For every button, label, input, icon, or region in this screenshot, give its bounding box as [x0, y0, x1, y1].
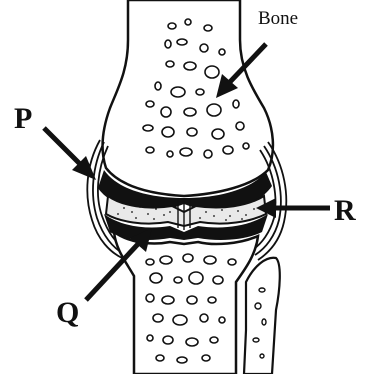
side-bone: [244, 258, 280, 374]
upper-bone: [103, 0, 273, 196]
p-arrow: [44, 128, 82, 166]
label-q: Q: [56, 296, 79, 329]
bone-label: Bone: [258, 8, 298, 29]
label-r: R: [334, 194, 356, 227]
label-p: P: [14, 102, 32, 135]
lower-bone: [114, 232, 258, 374]
